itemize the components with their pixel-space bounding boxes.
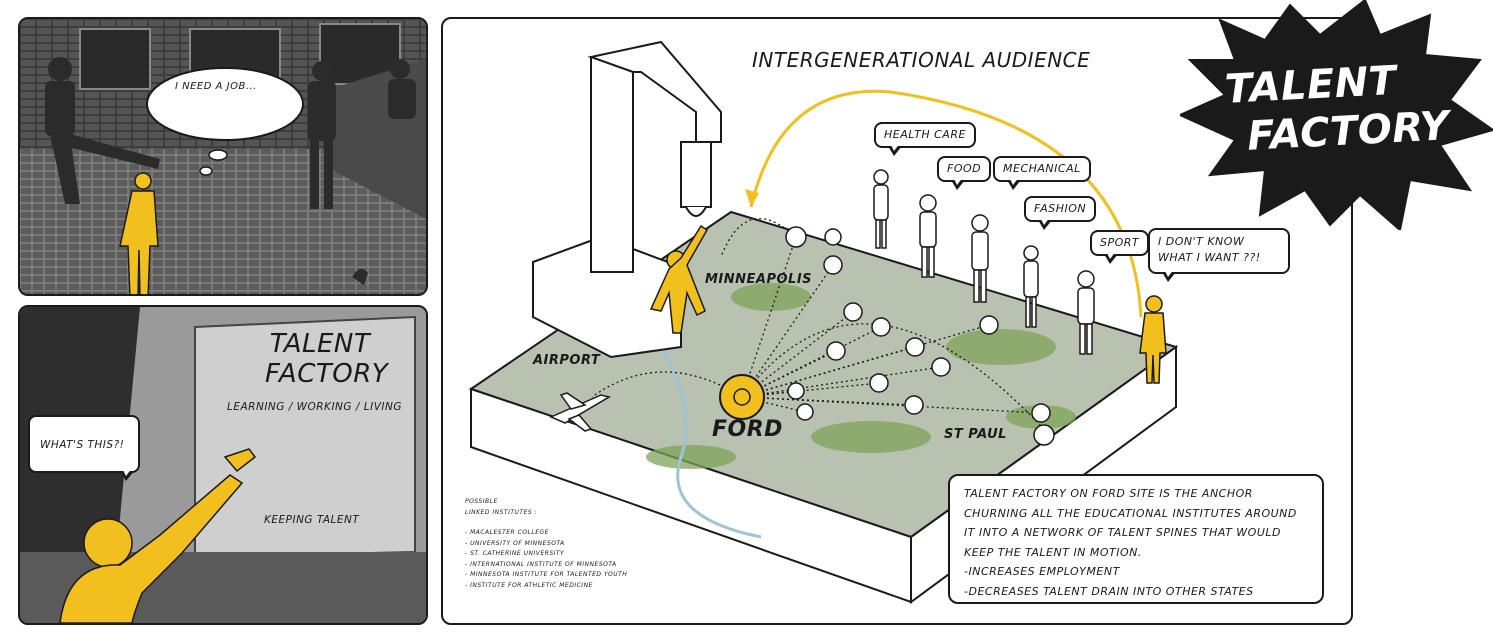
bubble-dont-know: I DON'T KNOW WHAT I WANT ??! (1148, 228, 1290, 282)
bubble-dont-know-line1: I DON'T KNOW (1158, 235, 1245, 248)
airplane-icon (549, 392, 611, 432)
institute-gears (785, 226, 1055, 446)
institutes-heading-line2: LINKED INSTITUTES : (465, 508, 538, 516)
bubble-mechanical-text: MECHANICAL (1003, 162, 1081, 175)
institute-item: - UNIVERSITY OF MINNESOTA (465, 539, 565, 547)
bubble-fashion-text: FASHION (1034, 202, 1087, 215)
arrow-head (745, 189, 759, 207)
institute-item: - INTERNATIONAL INSTITUTE OF MINNESOTA (465, 560, 617, 568)
bubble-mechanical: MECHANICAL (993, 156, 1091, 190)
linked-institutes-list: POSSIBLE LINKED INSTITUTES : - MACALESTE… (465, 497, 627, 591)
logo-text: TALENT FACTORY (1224, 54, 1451, 161)
label-ford: FORD (712, 417, 783, 442)
talent-factory-logo-burst (1180, 0, 1493, 230)
institute-item: - INSTITUTE FOR ATHLETIC MEDICINE (465, 581, 593, 589)
institute-item: - ST. CATHERINE UNIVERSITY (465, 550, 565, 557)
speech-bubble-whats-this: WHAT'S THIS?! (28, 415, 140, 481)
label-st-paul: ST PAUL (944, 427, 1007, 442)
diagram-title: INTERGENERATIONAL AUDIENCE (752, 48, 1091, 72)
yellow-arc-arrow (749, 89, 1143, 318)
sign-subtitle: LEARNING / WORKING / LIVING (227, 401, 402, 413)
bubble-food-text: FOOD (947, 162, 982, 175)
description-line: TALENT FACTORY ON FORD SITE IS THE ANCHO… (964, 487, 1253, 500)
description-line: -INCREASES EMPLOYMENT (964, 565, 1120, 578)
description-line: KEEP THE TALENT IN MOTION. (964, 545, 1142, 559)
isometric-map-diagram (468, 40, 1179, 604)
institutes-heading-line1: POSSIBLE (465, 498, 498, 505)
comic-panel-building-sign: TALENT FACTORY LEARNING / WORKING / LIVI… (18, 305, 428, 625)
ford-gear-icon (719, 374, 765, 420)
comic-panel-street-scene: I NEED A JOB... (18, 17, 428, 296)
sign-footer: KEEPING TALENT (264, 514, 360, 526)
thought-text: I NEED A JOB... (175, 81, 257, 92)
bubble-health-care-text: HEALTH CARE (884, 128, 966, 141)
label-minneapolis: MINNEAPOLIS (705, 272, 813, 287)
bubble-dont-know-line2: WHAT I WANT ??! (1158, 251, 1261, 264)
label-airport: AIRPORT (533, 353, 601, 368)
hanging-figure-icon (649, 224, 708, 334)
green-areas (646, 283, 1076, 469)
crane-structure (532, 40, 722, 359)
street-scene-illustration (20, 19, 426, 294)
bubble-fashion: FASHION (1024, 196, 1097, 230)
people-lineup (873, 169, 1095, 355)
description-line: CHURNING ALL THE EDUCATIONAL INSTITUTES … (964, 506, 1297, 520)
institute-item: - MACALESTER COLLEGE (465, 529, 549, 536)
sign-title-line2: FACTORY (265, 359, 389, 389)
undecided-yellow-figure-icon (1139, 295, 1167, 384)
sign-title-line1: TALENT (269, 329, 371, 359)
description-line: -DECREASES TALENT DRAIN INTO OTHER STATE… (964, 584, 1254, 598)
bubble-sport-text: SPORT (1100, 236, 1140, 249)
speech-bubble-text: WHAT'S THIS?! (40, 439, 125, 451)
sign-title: TALENT FACTORY (265, 329, 389, 389)
bubble-health-care: HEALTH CARE (874, 122, 976, 156)
thought-bubble (146, 67, 304, 176)
bubble-sport: SPORT (1090, 230, 1150, 264)
description-box: TALENT FACTORY ON FORD SITE IS THE ANCHO… (948, 474, 1324, 604)
yellow-figure-icon (119, 172, 159, 294)
description-line: IT INTO A NETWORK OF TALENT SPINES THAT … (964, 526, 1281, 539)
river-line (639, 316, 762, 539)
pointing-figure-icon (59, 448, 257, 623)
bubble-food: FOOD (937, 156, 992, 190)
institute-item: - MINNESOTA INSTITUTE FOR TALENTED YOUTH (465, 571, 628, 578)
